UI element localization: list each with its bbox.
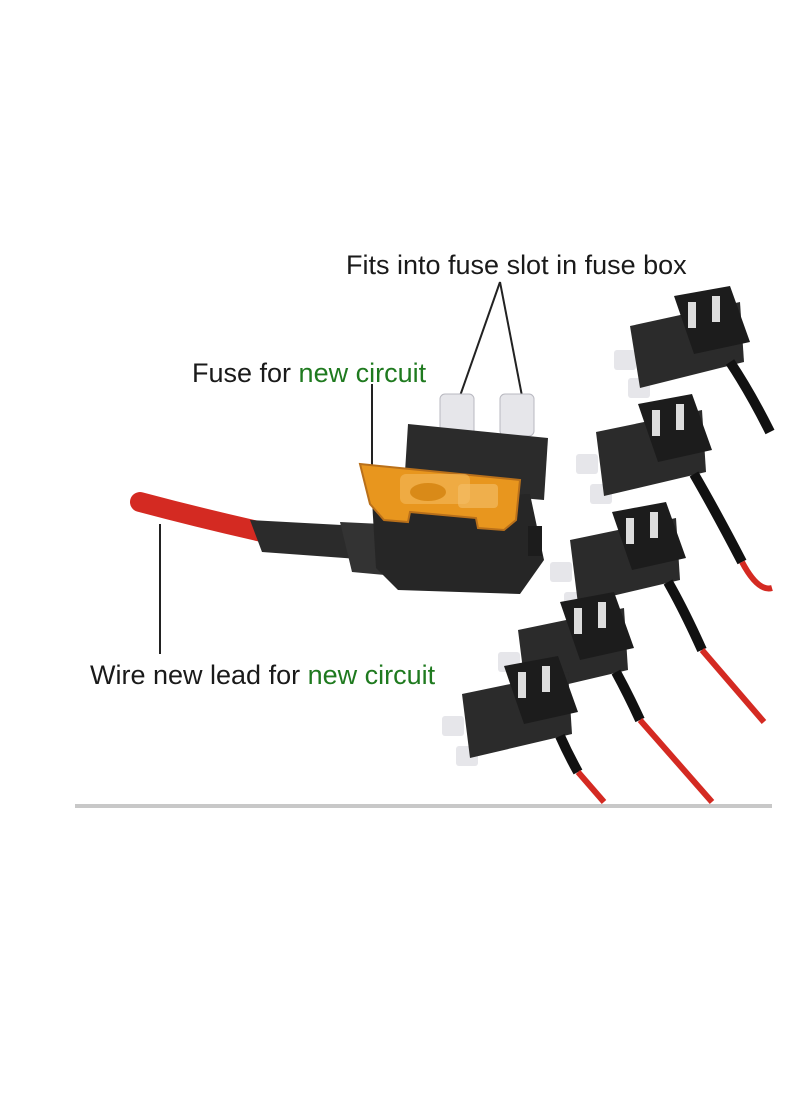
- label-fuse-for-new-circuit: Fuse for new circuit: [192, 360, 426, 387]
- red-lead-wire: [130, 492, 272, 542]
- pointer-line-fits-left: [459, 281, 501, 397]
- fuse-tap-stack: [442, 286, 775, 804]
- fuse-tap-1: [614, 286, 775, 435]
- main-fuse-tap: [358, 393, 548, 594]
- fuse-tap-5: [442, 656, 607, 804]
- label-fuse-highlight: new circuit: [298, 358, 427, 388]
- pointer-line-fits-right: [499, 281, 523, 397]
- heat-shrink-sleeve: [250, 520, 372, 560]
- label-wire-highlight: new circuit: [307, 660, 436, 690]
- label-wire-prefix: Wire new lead for: [90, 660, 308, 690]
- horizontal-divider: [75, 804, 772, 808]
- label-wire-new-lead: Wire new lead for new circuit: [90, 662, 435, 689]
- fuse-tap-2: [576, 394, 773, 592]
- label-fuse-prefix: Fuse for: [192, 358, 299, 388]
- pointer-lines: [159, 281, 523, 654]
- label-fits-into-fuse-slot: Fits into fuse slot in fuse box: [346, 250, 687, 280]
- blade-right: [499, 393, 535, 437]
- fuse-tap-3: [550, 502, 767, 724]
